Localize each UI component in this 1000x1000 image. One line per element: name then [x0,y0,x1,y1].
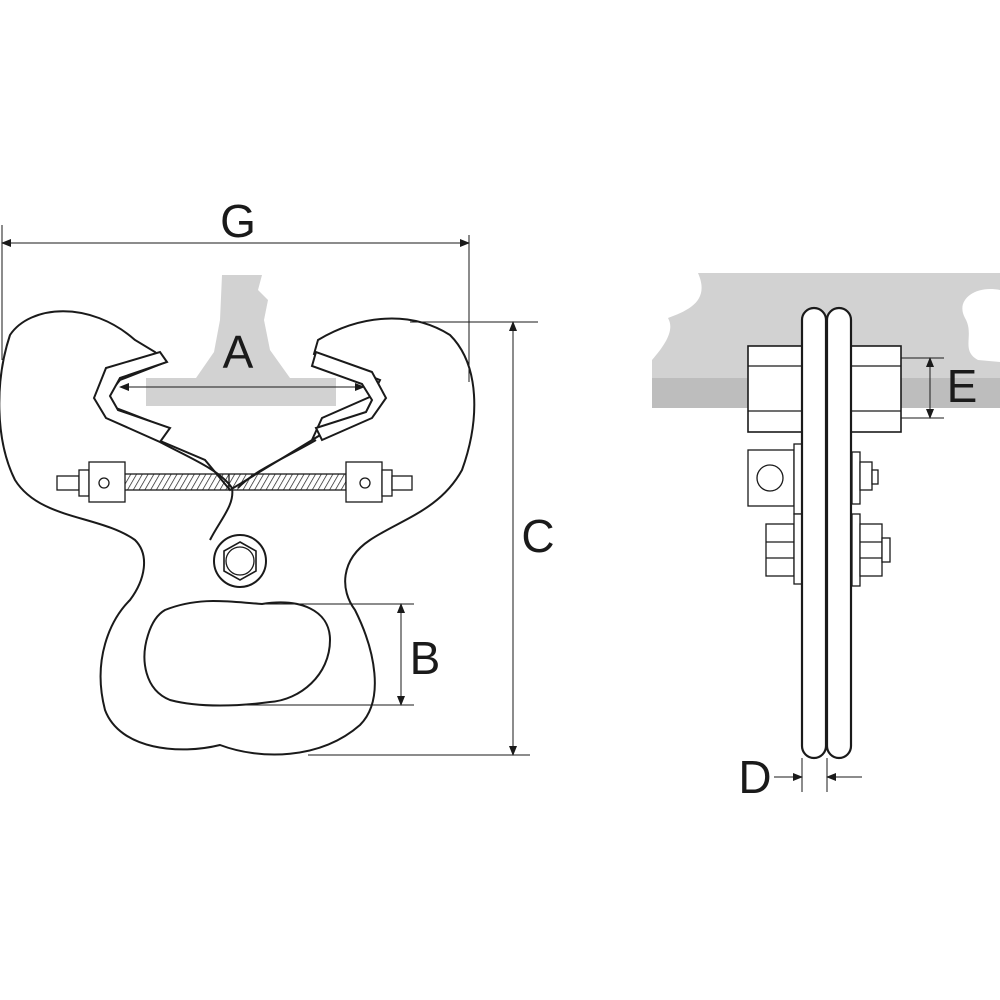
side-upper-nut [859,461,873,491]
left-nut-hole [98,477,110,489]
label-b: B [410,632,441,684]
clamp-body [0,310,476,756]
label-a: A [223,326,254,378]
pivot-bolt-washer [213,534,267,588]
label-e: E [947,360,978,412]
side-lower-bolt-head [765,523,795,577]
left-rod-end [56,475,80,491]
lifting-eye [143,600,332,707]
label-d: D [738,751,771,803]
left-jaw [92,350,172,444]
pivot-bolt-hex [223,541,257,581]
label-c: C [521,510,554,562]
side-view: E D [652,273,1000,803]
side-plate-right [825,306,853,760]
right-nut-block [345,461,383,503]
left-nut-block [88,461,126,503]
right-nut-plate [381,469,393,497]
right-jaw [310,350,388,442]
front-view: G A C B [0,195,555,756]
right-nut-hole [359,477,371,489]
beam-web [146,275,336,406]
left-nut-plate [78,469,90,497]
side-plate-left [800,306,828,760]
label-g: G [220,195,256,247]
side-upper-bolt-hole [756,464,784,492]
pivot-bolt-center [225,546,255,576]
side-lower-nut [859,523,883,577]
side-upper-bolt-head [747,449,795,507]
threaded-rod [121,473,347,491]
right-rod-end [391,475,413,491]
